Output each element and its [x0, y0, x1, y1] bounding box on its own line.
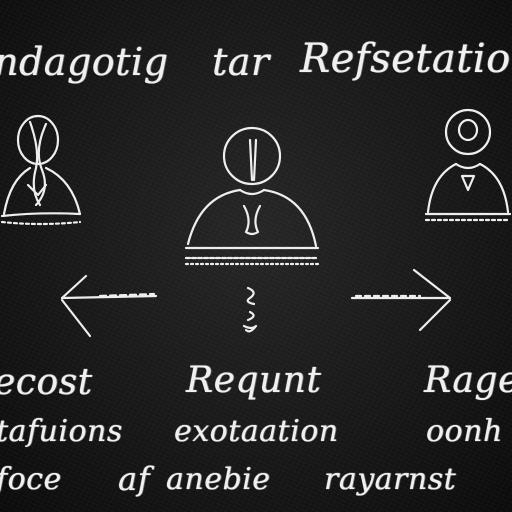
label-row2-center: exotaation — [174, 414, 339, 449]
person-left-icon — [0, 114, 82, 226]
label-row2-left: tafuions — [0, 414, 123, 449]
arrow-right-icon — [350, 268, 452, 332]
label-row1-center: Requnt — [186, 360, 322, 401]
squiggle-icon — [242, 286, 258, 333]
title-word-left: ndagotig — [0, 40, 169, 84]
label-row1-left: ecost — [0, 362, 93, 403]
label-row1-right: Rage — [424, 360, 512, 401]
label-row3-fourth: rayarnst — [324, 462, 457, 497]
label-row3-second: af — [118, 460, 150, 498]
label-row3-first: foce — [0, 462, 62, 497]
label-row2-right: oonh — [426, 414, 503, 449]
arrow-left-icon — [60, 274, 158, 338]
person-center-icon — [184, 126, 320, 266]
title-word-right: Refsetation — [300, 36, 512, 82]
label-row3-third: anebie — [166, 462, 271, 497]
person-right-icon — [424, 108, 512, 222]
title-word-middle: tar — [212, 40, 270, 84]
